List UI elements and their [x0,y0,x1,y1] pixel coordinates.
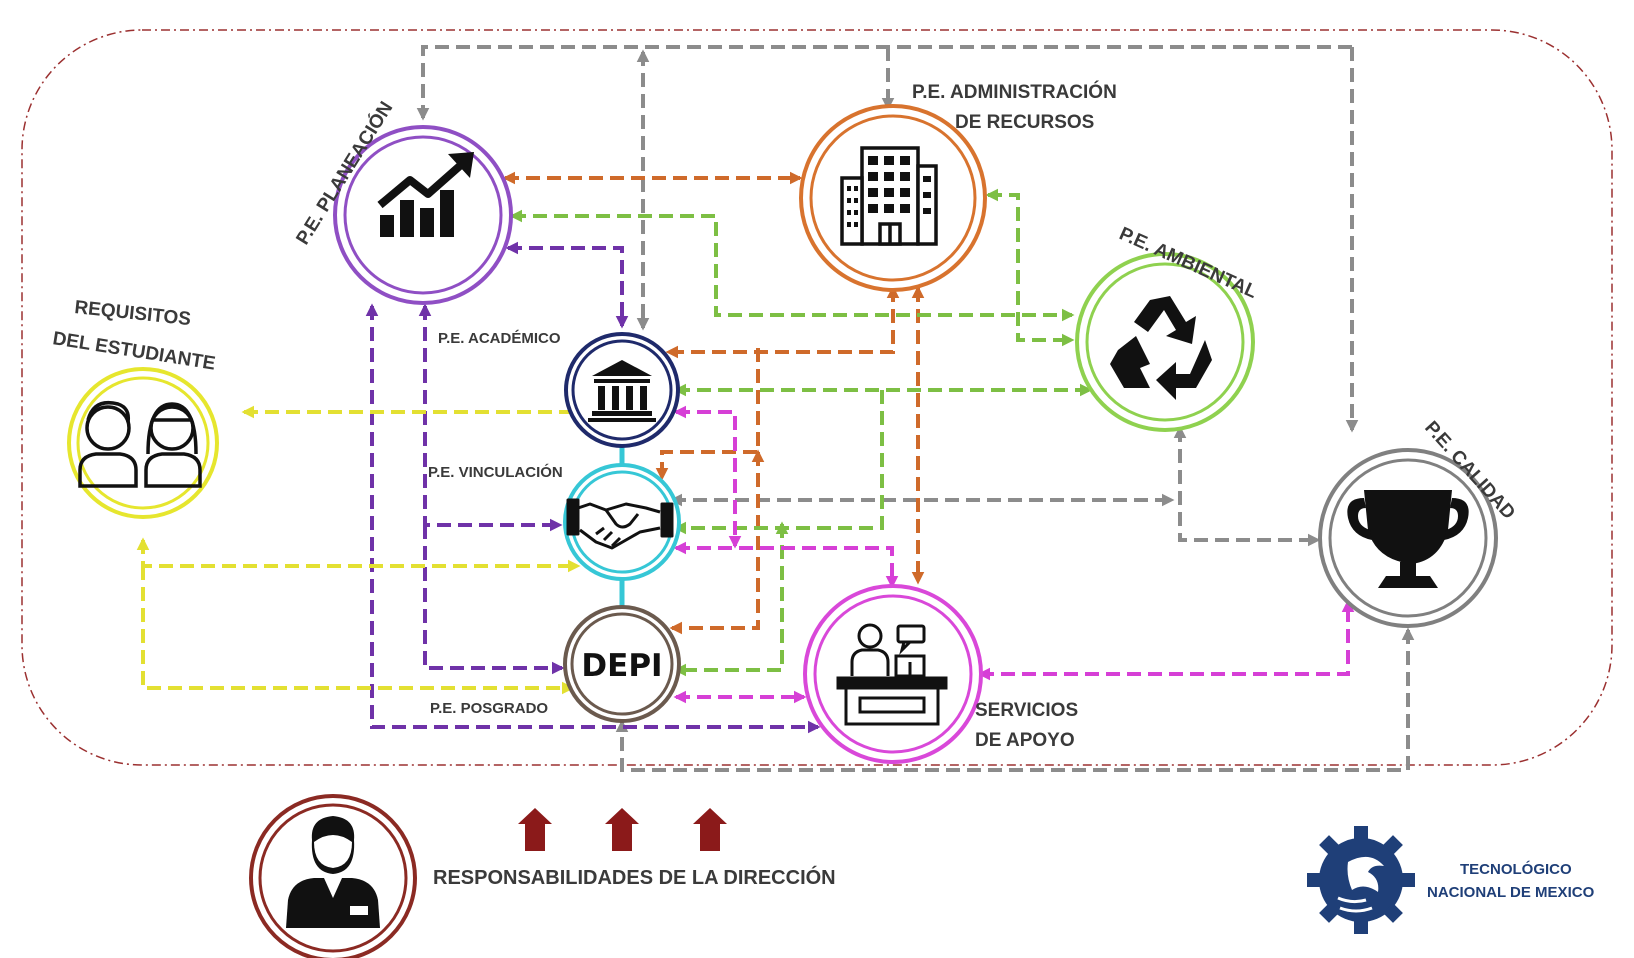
connector-purple-planeacion-posgrado [423,525,565,675]
up-arrow-icon [693,808,727,851]
connector-gray-ambiental-calidad [1173,425,1321,547]
connector-yellow-requisitos-posgrado [141,566,575,695]
up-arrow-icon [605,808,639,851]
connector-yellow-requisitos-vinculacion [136,537,581,573]
node-calidad: P.E. CALIDAD [1318,417,1519,628]
system-boundary [21,29,1613,766]
node-planeacion: P.E. PLANEACIÓN [292,98,513,305]
connector-gray-calidad-posgrado [615,627,1415,772]
node-ambiental: P.E. AMBIENTAL [1075,223,1261,432]
connector-purple-planeacion-servicios [365,303,821,734]
connector-magenta-vinculacion-servicios [673,541,899,589]
handshake-icon [566,498,674,550]
node-vinculacion: P.E. VINCULACIÓN [428,463,681,581]
direction-arrows [518,808,727,851]
node-academico: P.E. ACADÉMICO [438,330,680,448]
academico-label: P.E. ACADÉMICO [438,330,561,347]
trophy-icon [1347,490,1469,588]
node-direccion [249,794,417,958]
administracion-label-2: DE RECURSOS [955,112,1094,133]
connector-purple-planeacion-academico [505,241,629,329]
node-requisitos: REQUISITOS DEL ESTUDIANTE [51,297,219,519]
manager-icon [286,816,380,928]
connector-magenta-academico [673,405,742,549]
tecnm-logo: TECNOLÓGICO NACIONAL DE MEXICO [1307,826,1595,934]
connector-orange-administracion-academico [665,285,900,359]
node-servicios: SERVICIOS DE APOYO [803,584,1078,764]
connector-magenta-servicios-calidad [977,599,1355,681]
connector-green-posgrado [673,521,789,677]
connector-green-administracion-ambiental [985,188,1075,347]
servicios-label-2: DE APOYO [975,730,1075,751]
depi-logo-text: DEPI [581,648,662,684]
growth-chart-icon [377,152,474,237]
institution-icon [588,360,656,422]
administracion-label-1: P.E. ADMINISTRACIÓN [912,81,1117,103]
gear-eagle-logo-icon [1307,826,1415,934]
up-arrow-icon [518,808,552,851]
connector-green-planeacion-ambiental [509,209,1075,322]
connectors [136,45,1415,772]
students-icon [78,401,202,488]
requisitos-label-1: REQUISITOS [73,297,191,330]
logo-line-2: NACIONAL DE MEXICO [1427,884,1595,901]
direccion-label: RESPONSABILIDADES DE LA DIRECCIÓN [433,865,836,889]
servicios-label-1: SERVICIOS [975,700,1078,721]
connector-orange-posgrado [669,449,765,635]
connector-gray-calidad-planeacion [416,45,1352,121]
node-administracion: P.E. ADMINISTRACIÓN DE RECURSOS [799,81,1117,292]
recycle-icon [1110,296,1212,400]
vinculacion-label: P.E. VINCULACIÓN [428,463,563,481]
office-building-icon [840,146,938,246]
posgrado-label: P.E. POSGRADO [430,700,548,717]
reception-desk-icon [836,623,948,726]
logo-line-1: TECNOLÓGICO [1460,860,1572,878]
node-posgrado: DEPI P.E. POSGRADO [430,605,681,723]
